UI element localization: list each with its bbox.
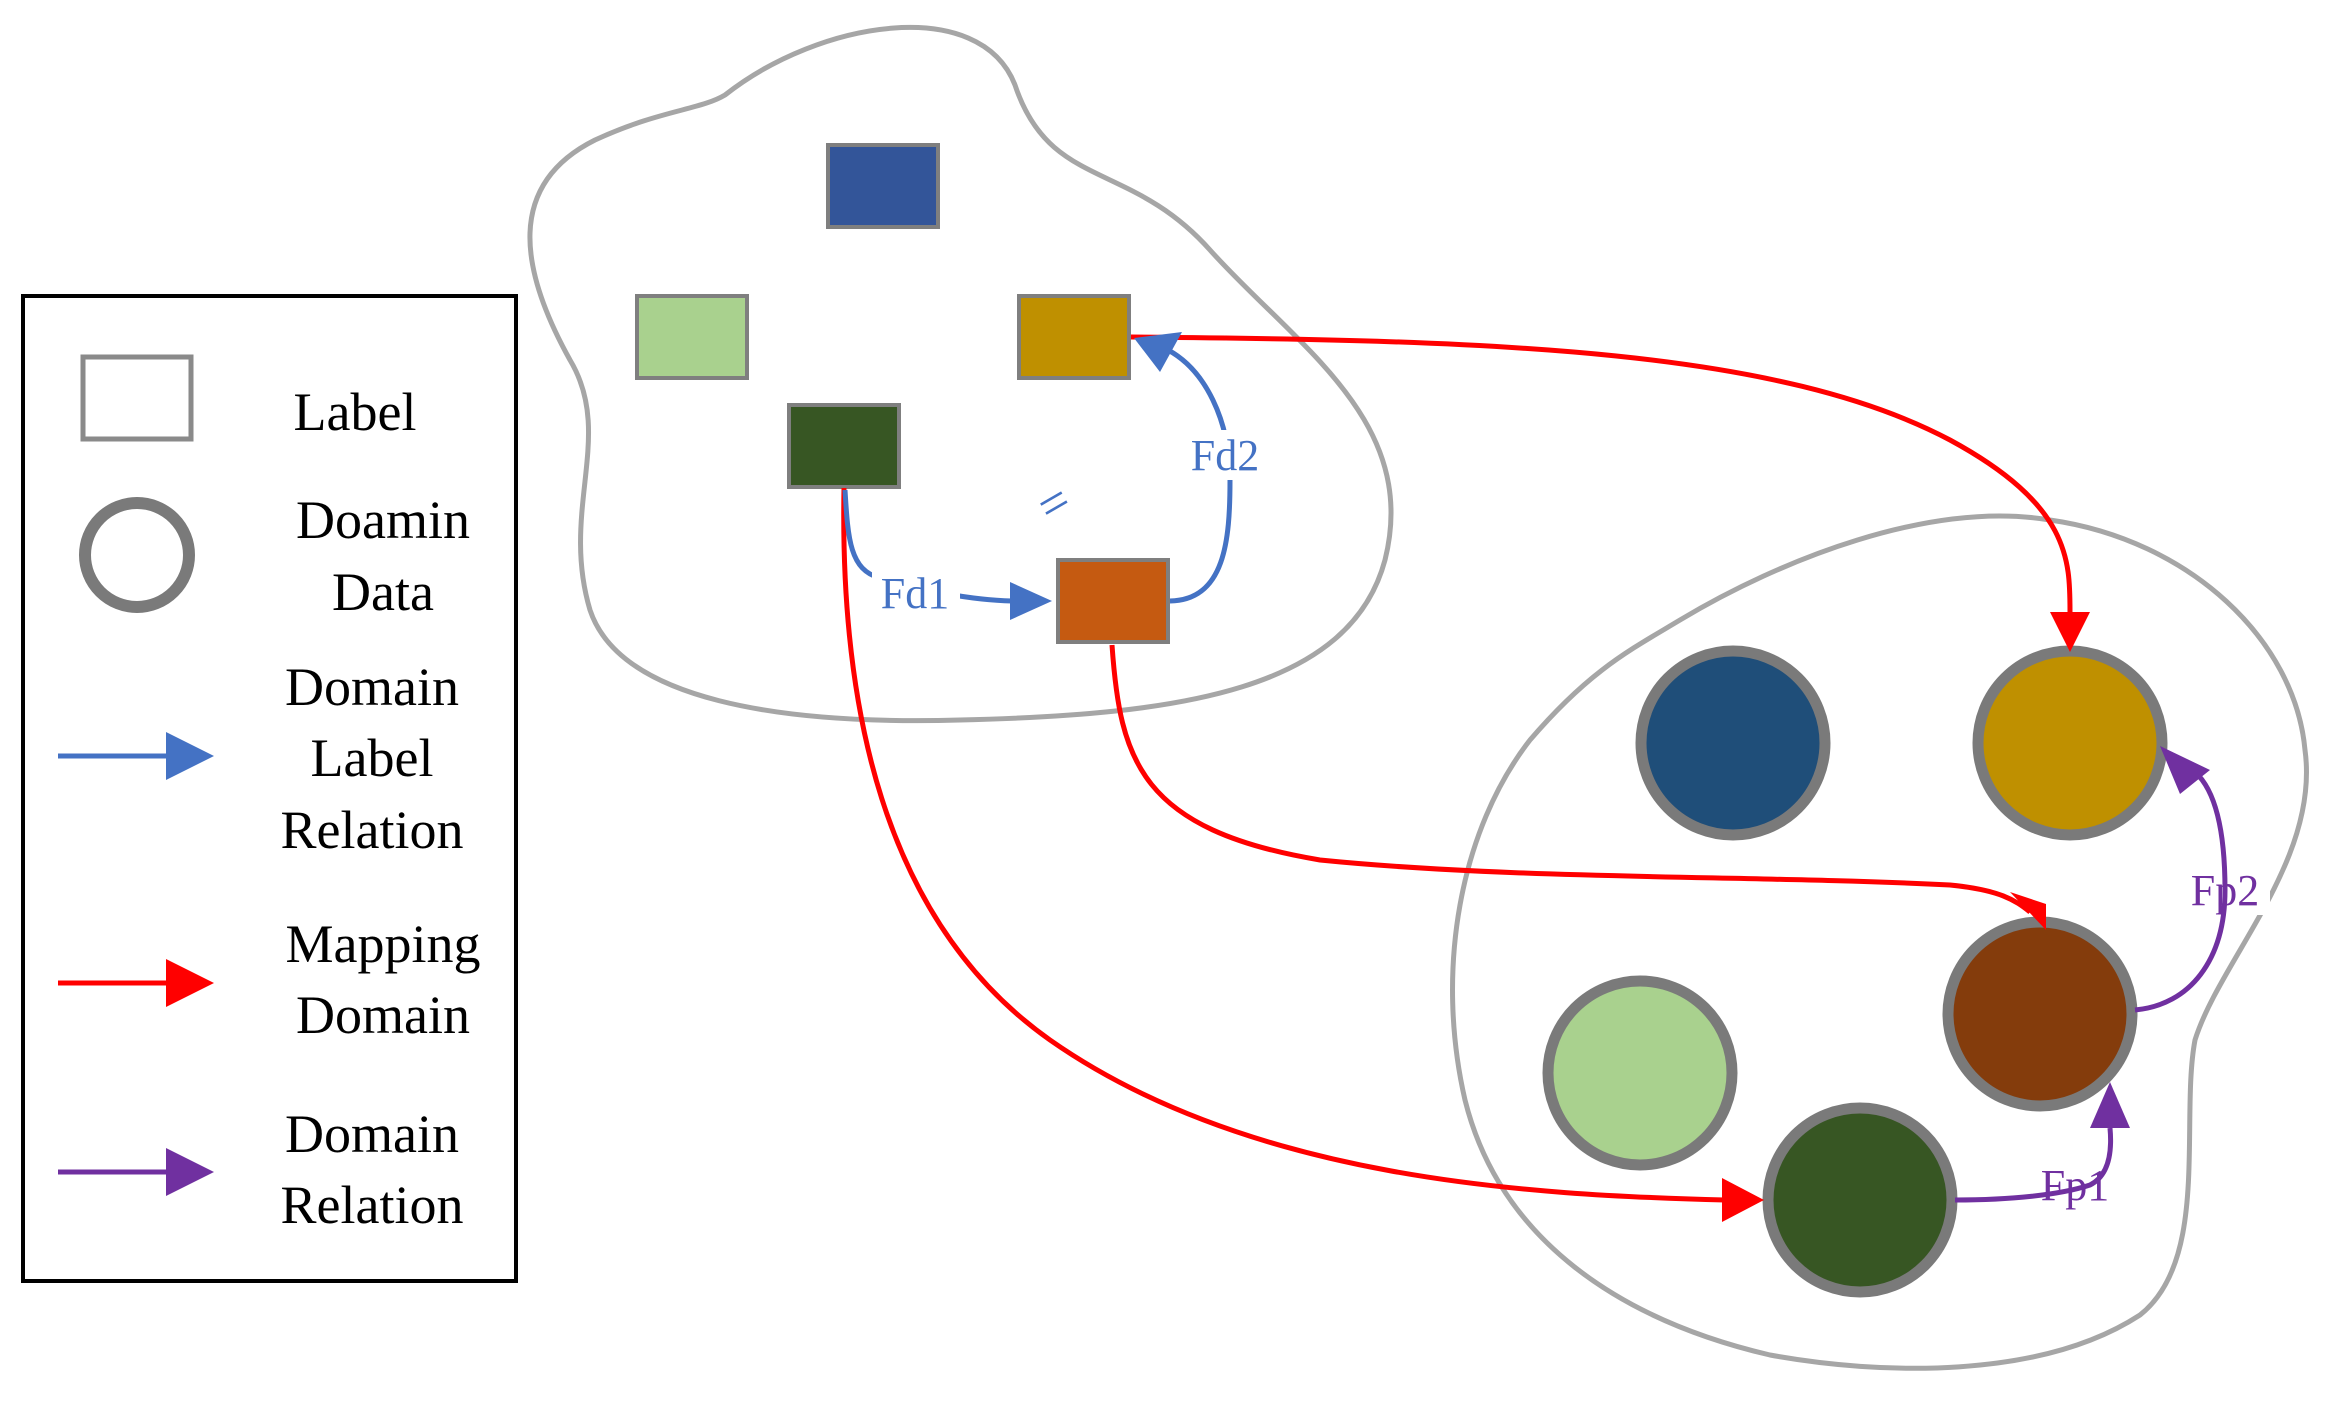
orange-label-node [1056,558,1170,644]
legend-domain-data-text-line1: Doamin [296,490,470,550]
domain-relation-fp1-arrowhead [2090,1082,2130,1128]
legend-domain-relation-text-line2: Relation [281,1175,464,1235]
blue-label-node [826,143,940,229]
mapping-arrow-gold [1130,334,2073,613]
dark-green-label-node [787,403,901,489]
legend-domain-relation-text-line1: Domain [285,1104,459,1164]
legend-domain-label-relation-arrowhead [166,732,214,780]
mapping-arrowhead-gold [2050,612,2090,652]
domain-relation-fp1 [1954,1127,2114,1203]
legend-label-text: Label [294,382,417,442]
legend-domain-data-symbol [79,497,195,613]
dark-green-domain-node [1762,1102,1958,1298]
mapping-arrowhead-brown [2010,892,2046,930]
light-green-domain-node [1542,975,1738,1171]
fp1-label: Fp1 [2041,1161,2109,1210]
legend-mapping-domain-arrowhead [166,959,214,1007]
mapping-arrow-brown [1109,644,2032,914]
label-relation-fd1-arrowhead [1010,582,1052,620]
legend-mapping-domain-text-line2: Domain [296,985,470,1045]
legend-domain-relation-arrowhead [166,1148,214,1196]
navy-domain-node [1635,645,1831,841]
gold-label-node [1017,294,1131,380]
domain-relation-fp2-arrowhead [2160,746,2210,794]
fd1-label-bg [872,568,960,618]
light-green-label-node [635,294,749,380]
label-relation-fd2 [1166,347,1233,604]
legend: Label Doamin Data Domain Label Relation … [21,294,518,1283]
mapping-arrowhead-dark-green [1722,1178,1764,1222]
legend-mapping-domain-text-line1: Mapping [286,914,481,974]
equality-mark: = [1027,472,1081,536]
domain-relation-fp2 [2134,770,2228,1013]
fp2-label: Fp2 [2191,866,2259,915]
legend-domain-data-text-line2: Data [332,562,434,622]
brown-domain-node [1942,916,2138,1112]
legend-domain-label-relation-text-line2: Label [311,728,434,788]
mapping-arrow-dark-green [841,487,1726,1203]
legend-domain-label-relation-text-line3: Relation [281,800,464,860]
fd2-label-bg [1180,430,1270,480]
fd2-label: Fd2 [1191,431,1259,480]
fd1-label: Fd1 [881,569,949,618]
legend-frame [21,294,518,1283]
label-relation-fd2-arrowhead [1134,332,1182,372]
gold-domain-node [1972,645,2168,841]
legend-label-symbol [80,354,194,442]
legend-domain-label-relation-text-line1: Domain [285,657,459,717]
domain-space-region [1450,513,2309,1371]
